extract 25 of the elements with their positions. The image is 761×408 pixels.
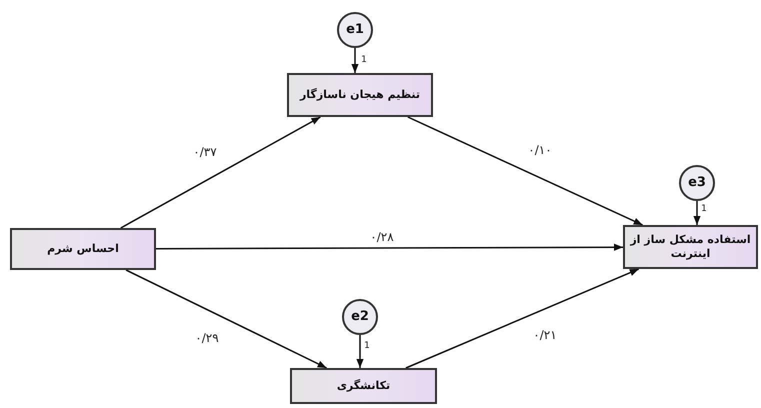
node-label: احساس شرم (47, 242, 119, 256)
variable-box (290, 368, 437, 404)
arrow (693, 201, 701, 225)
arrow (126, 269, 327, 369)
arrow (406, 268, 640, 369)
variable-box (287, 73, 433, 117)
arrow (356, 335, 364, 368)
arrow (156, 244, 623, 251)
arrow (351, 48, 359, 73)
variable-box (623, 225, 758, 269)
node-label: استفاده مشکل ساز از اینترنت (628, 232, 752, 262)
error-circle (679, 165, 715, 201)
variable-box (10, 228, 156, 270)
edge-label: 1 (360, 55, 368, 65)
edge-label: 1 (363, 341, 371, 351)
node-label: تنظیم هیجان ناسازگار (300, 88, 420, 102)
node-label: تکانشگری (336, 378, 390, 394)
arrow (408, 116, 643, 226)
edge-label: 1 (700, 204, 708, 214)
error-circle (337, 12, 373, 48)
node-label: e2 (351, 308, 369, 326)
node-label: e3 (688, 174, 706, 192)
arrow (120, 116, 321, 229)
node-label: e1 (346, 22, 364, 38)
error-circle (342, 299, 378, 335)
